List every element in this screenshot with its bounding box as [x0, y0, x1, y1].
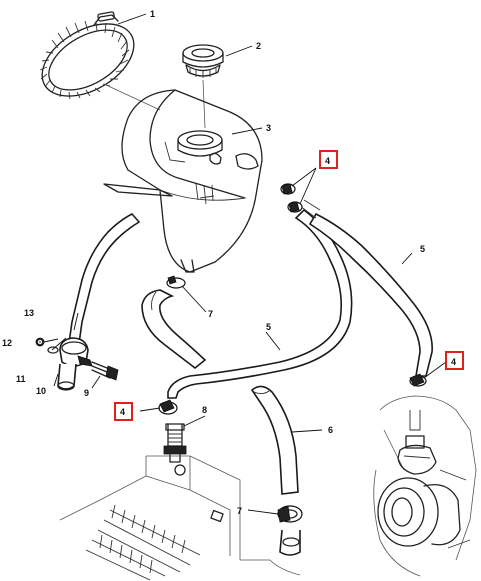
callout-4-left: 4: [120, 407, 125, 417]
callout-12: 12: [2, 338, 12, 348]
callout-7-lower: 7: [237, 506, 242, 516]
clamp-assembly-parts-9-12: [35, 337, 119, 391]
callout-1: 1: [150, 9, 155, 19]
hose-lower-left-bend: [141, 289, 207, 370]
callout-3: 3: [266, 123, 271, 133]
water-pump-background: [373, 395, 477, 577]
hose-clamp-part-4-left: [158, 399, 178, 415]
surge-tank-part-3: [103, 89, 263, 273]
cap-part-2: [182, 44, 224, 78]
axis-line-2: [202, 79, 206, 129]
callout-13: 13: [24, 308, 34, 318]
callout-6: 6: [328, 425, 333, 435]
hose-clamp-part-7-upper: [166, 275, 186, 289]
hose-clamp-part-7-lower: [277, 505, 303, 556]
callout-10: 10: [36, 386, 46, 396]
hose-clamps-part-4-upper: [280, 183, 303, 213]
highlight-box-4-left: [114, 402, 133, 421]
callout-8: 8: [202, 405, 207, 415]
callout-4-upper: 4: [325, 156, 330, 166]
highlight-boxes: [114, 150, 464, 421]
highlight-box-4-right: [445, 351, 464, 370]
callout-5-right: 5: [420, 244, 425, 254]
callout-7-upper: 7: [208, 309, 213, 319]
radiator-block-background: [59, 455, 301, 581]
hose-part-6: [250, 385, 299, 495]
fitting-part-8: [163, 423, 187, 463]
leader-lines: [43, 13, 447, 515]
callout-9: 9: [84, 388, 89, 398]
highlight-box-4-upper: [319, 150, 338, 169]
hose-part-13: [67, 213, 141, 352]
callout-5-middle: 5: [266, 322, 271, 332]
callout-4-right: 4: [451, 357, 456, 367]
callout-labels: 1 2 3 4 5 7 5 13 12 11 10 9 4 4 8 6 7: [2, 9, 456, 516]
callout-11: 11: [16, 374, 26, 384]
hose-clamp-part-4-right: [409, 373, 427, 387]
hose-part-5-main: [167, 208, 353, 399]
axis-line-1: [103, 83, 161, 111]
callout-2: 2: [256, 41, 261, 51]
